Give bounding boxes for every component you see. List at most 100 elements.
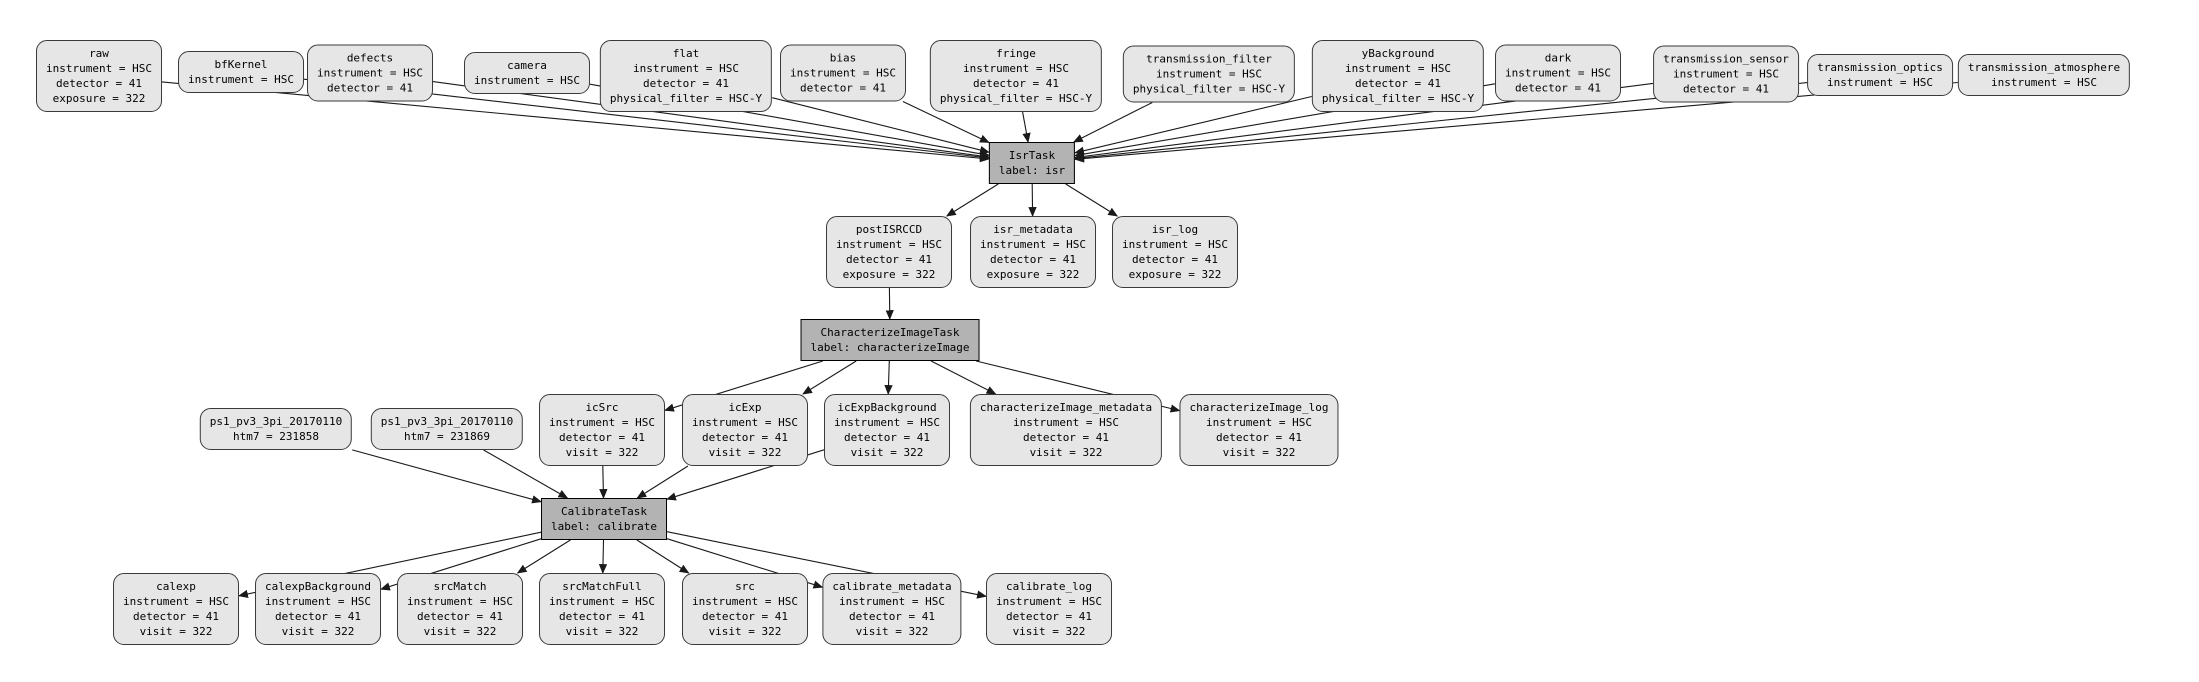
node-attribute: visit = 322 [1029, 446, 1103, 459]
node-attribute: detector = 41 [558, 431, 646, 444]
node-attribute: detector = 41 [1215, 431, 1303, 444]
node-title: defects [346, 51, 394, 65]
edge-characterizeImage_task-to-icExpBackground [884, 360, 893, 395]
edge-ps1_231869-to-calibrate_task [483, 449, 569, 499]
node-attribute: htm7 = 231869 [403, 430, 491, 443]
node-attribute: instrument = HSC [692, 595, 798, 608]
node-attribute: detector = 41 [1682, 82, 1770, 96]
node-attribute: detector = 41 [558, 610, 646, 623]
node-title: yBackground [1361, 47, 1435, 60]
node-attribute: instrument = HSC [834, 416, 940, 429]
node-attribute: instrument = HSC [549, 416, 655, 429]
node-attribute: instrument = HSC [980, 238, 1086, 251]
node-attribute: instrument = HSC [692, 416, 798, 429]
node-attribute: visit = 322 [855, 625, 929, 638]
node-attribute: visit = 322 [565, 625, 639, 638]
node-title: transmission_sensor [1663, 52, 1789, 66]
dataset-node-yBackground: yBackground instrument = HSC detector = 41… [1311, 40, 1485, 112]
node-attribute: detector = 41 [1354, 77, 1442, 90]
node-attribute: instrument = HSC [963, 62, 1069, 75]
edge-isr_task-to-isr_log [1065, 183, 1119, 217]
node-attribute: instrument = HSC [1122, 238, 1228, 251]
edge-characterizeImage_task-to-icExp [802, 360, 857, 395]
node-title: CharacterizeImageTask [820, 326, 960, 339]
node-title: transmission_atmosphere [1967, 61, 2121, 74]
node-attribute: detector = 41 [701, 610, 789, 623]
edge-fringe-to-isr_task [1022, 111, 1031, 143]
node-attribute: instrument = HSC [474, 74, 580, 87]
node-attribute: exposure = 322 [986, 268, 1080, 281]
edge-calibrate_task-to-srcMatch [516, 539, 571, 574]
node-attribute: visit = 322 [708, 446, 782, 459]
node-attribute: visit = 322 [1222, 446, 1296, 459]
node-title: isr_metadata [993, 223, 1073, 236]
node-attribute: exposure = 322 [1128, 268, 1222, 281]
node-attribute: physical_filter = HSC-Y [939, 92, 1093, 105]
node-title: dark [1544, 51, 1572, 65]
node-attribute: instrument = HSC [633, 62, 739, 75]
edge-calibrate_task-to-src [636, 539, 690, 574]
node-title: bias [829, 51, 857, 65]
edge-bias-to-isr_task [902, 101, 990, 143]
node-attribute: visit = 322 [281, 625, 355, 638]
node-attribute: physical_filter = HSC-Y [609, 92, 763, 105]
node-attribute: detector = 41 [989, 253, 1077, 266]
node-attribute: exposure = 322 [52, 92, 146, 105]
node-attribute: instrument = HSC [996, 595, 1102, 608]
node-title: icExp [728, 401, 762, 414]
node-title: calexpBackground [265, 580, 371, 593]
node-title: calibrate_log [1005, 580, 1093, 593]
node-title: isr_log [1151, 223, 1199, 236]
node-attribute: detector = 41 [416, 610, 504, 623]
edge-ps1_231858-to-calibrate_task [352, 449, 542, 504]
node-attribute: instrument = HSC [1156, 67, 1262, 81]
node-attribute: visit = 322 [423, 625, 497, 638]
task-node-characterizeImage_task: CharacterizeImageTask label: characterize… [800, 319, 980, 361]
dataset-node-isr_metadata: isr_metadata instrument = HSC detector = 4… [970, 216, 1096, 288]
node-attribute: instrument = HSC [1345, 62, 1451, 75]
node-attribute: instrument = HSC [1013, 416, 1119, 429]
node-attribute: instrument = HSC [123, 595, 229, 608]
node-attribute: detector = 41 [799, 81, 887, 95]
node-attribute: physical_filter = HSC-Y [1132, 82, 1286, 96]
node-attribute: detector = 41 [642, 77, 730, 90]
node-attribute: instrument = HSC [839, 595, 945, 608]
node-attribute: label: characterizeImage [810, 341, 970, 354]
node-title: srcMatchFull [562, 580, 642, 593]
node-attribute: instrument = HSC [549, 595, 655, 608]
node-attribute: instrument = HSC [188, 73, 294, 86]
node-title: ps1_pv3_3pi_20170110 [380, 415, 514, 428]
node-title: bfKernel [214, 58, 268, 71]
node-attribute: detector = 41 [274, 610, 362, 623]
edge-yBackground-to-isr_task [1074, 95, 1312, 155]
edge-flat-to-isr_task [772, 97, 990, 155]
node-title: transmission_filter [1146, 52, 1272, 66]
node-attribute: detector = 41 [848, 610, 936, 623]
node-attribute: physical_filter = HSC-Y [1321, 92, 1475, 105]
edge-calibrate_task-to-srcMatchFull [598, 539, 608, 574]
edge-icSrc-to-calibrate_task [599, 465, 608, 499]
node-title: raw [89, 47, 109, 60]
node-attribute: detector = 41 [55, 77, 143, 90]
node-title: src [735, 580, 755, 593]
node-attribute: detector = 41 [132, 610, 220, 623]
